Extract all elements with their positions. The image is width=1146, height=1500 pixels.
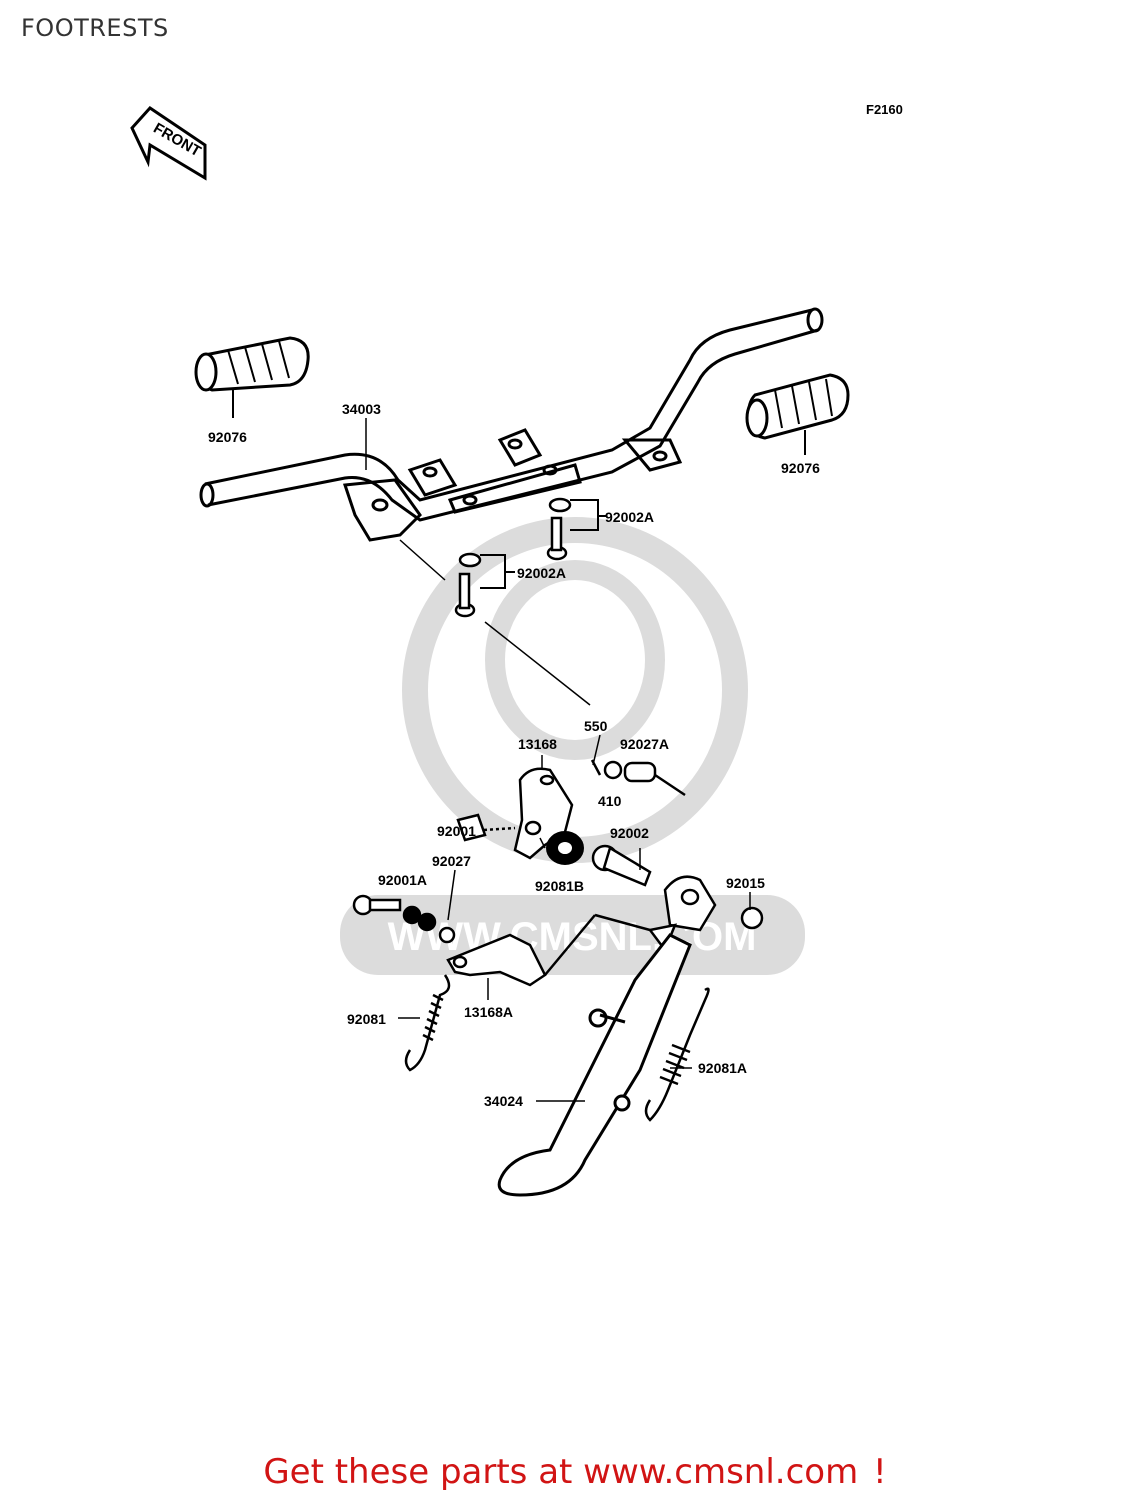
footrest-rubber-right: [745, 373, 850, 455]
bolt-92001a: [352, 894, 456, 944]
part-labels: 92076 34003 92076 92002A 92002A 550 1316…: [208, 401, 820, 1109]
cta-link[interactable]: Get these parts at www.cmsnl.com !: [0, 1452, 1146, 1492]
part-label: 92002: [610, 825, 649, 841]
page-title: FOOTRESTS: [21, 14, 169, 42]
footrest-rubber-left: [194, 336, 310, 418]
bolt-92002a-upper: [546, 497, 606, 561]
part-label: 92015: [726, 875, 765, 891]
cta-text[interactable]: Get these parts at www.cmsnl.com: [263, 1452, 859, 1492]
footrest-bar: [199, 307, 824, 542]
part-label: 13168: [518, 736, 557, 752]
diagram-code: F2160: [866, 102, 903, 117]
part-label: 34003: [342, 401, 381, 417]
bushing-92081b: [546, 831, 584, 865]
spring-92081a: [644, 987, 710, 1122]
part-label: 92081: [347, 1011, 386, 1027]
washer-410-pin-92027a: [590, 759, 686, 797]
part-label: 410: [598, 793, 622, 809]
parts-diagram: WWW.CMSNL.COM FRONT: [130, 106, 850, 1197]
assembly-lines: [399, 539, 601, 766]
part-label: 92001A: [378, 872, 427, 888]
part-label: 92081B: [535, 878, 584, 894]
bolt-92002: [591, 844, 652, 887]
sidestand-pivot: [647, 875, 764, 953]
part-label: 92027A: [620, 736, 669, 752]
part-label: 34024: [484, 1093, 523, 1109]
part-label: 92081A: [698, 1060, 747, 1076]
part-label: 92001: [437, 823, 476, 839]
part-label: 92076: [781, 460, 820, 476]
part-label: 92076: [208, 429, 247, 445]
leader-lines: [365, 418, 751, 1102]
side-stand-34024: [497, 933, 692, 1197]
part-label: 92002A: [517, 565, 566, 581]
part-label: 92027: [432, 853, 471, 869]
front-arrow-icon: FRONT: [130, 106, 207, 181]
part-label: 13168A: [464, 1004, 513, 1020]
cta-mark: !: [873, 1452, 887, 1492]
part-label: 92002A: [605, 509, 654, 525]
bolt-92002a-lower: [454, 552, 515, 618]
spring-92081: [404, 974, 451, 1072]
bracket-13168a: [446, 913, 651, 987]
part-label: 550: [584, 718, 608, 734]
